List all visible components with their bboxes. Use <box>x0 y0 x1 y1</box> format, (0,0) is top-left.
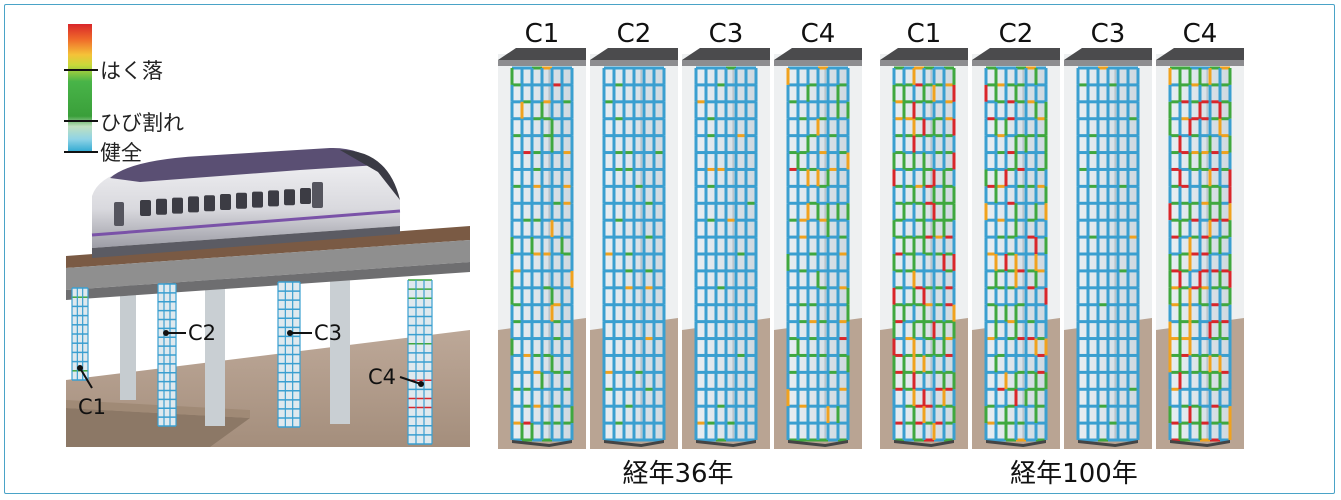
column-label-c2: C2 <box>617 19 652 49</box>
pier-label-c2: C2 <box>188 321 216 345</box>
column-c2 <box>972 48 1060 449</box>
column-label-c3: C3 <box>709 19 744 49</box>
panel-year-100: C1 C2 C3 C4 <box>880 19 1244 449</box>
pier-pointers <box>77 330 424 389</box>
column-label-c1: C1 <box>907 19 942 49</box>
column-c3 <box>682 48 770 449</box>
legend-label-spall: はく落 <box>100 59 163 83</box>
legend-label-healthy: 健全 <box>100 141 142 165</box>
column-label-c2: C2 <box>999 19 1034 49</box>
legend-label-crack: ひび割れ <box>100 111 184 135</box>
column-c1 <box>880 48 968 449</box>
column-c3 <box>1064 48 1152 449</box>
train <box>91 147 401 258</box>
column-c4 <box>1156 48 1244 449</box>
legend-color-bar <box>68 24 92 152</box>
pier-back-1 <box>120 278 136 400</box>
viaduct-deck <box>66 240 470 290</box>
column-label-c4: C4 <box>801 19 836 49</box>
panel-year-36: C1 C2 C3 C4 <box>498 19 862 449</box>
column-label-c1: C1 <box>525 19 560 49</box>
pier-label-c1: C1 <box>78 395 106 419</box>
column-label-c4: C4 <box>1183 19 1218 49</box>
ground-platform <box>66 408 250 447</box>
viaduct-deck-top <box>66 226 470 268</box>
pier-back-3 <box>330 274 350 424</box>
column-c1 <box>498 48 586 449</box>
damage-legend: はく落 ひび割れ 健全 <box>64 24 184 165</box>
column-label-c3: C3 <box>1091 19 1126 49</box>
caption-year-100: 経年100年 <box>1010 459 1138 489</box>
column-c2 <box>590 48 678 449</box>
pier-label-c3: C3 <box>314 321 342 345</box>
pier-back-2 <box>205 276 225 426</box>
column-c4 <box>774 48 862 449</box>
pier-label-c4: C4 <box>368 365 396 389</box>
caption-year-36: 経年36年 <box>622 459 733 489</box>
figure-frame <box>4 4 1335 494</box>
viaduct-scene: C1 C2 C3 C4 <box>66 147 470 447</box>
